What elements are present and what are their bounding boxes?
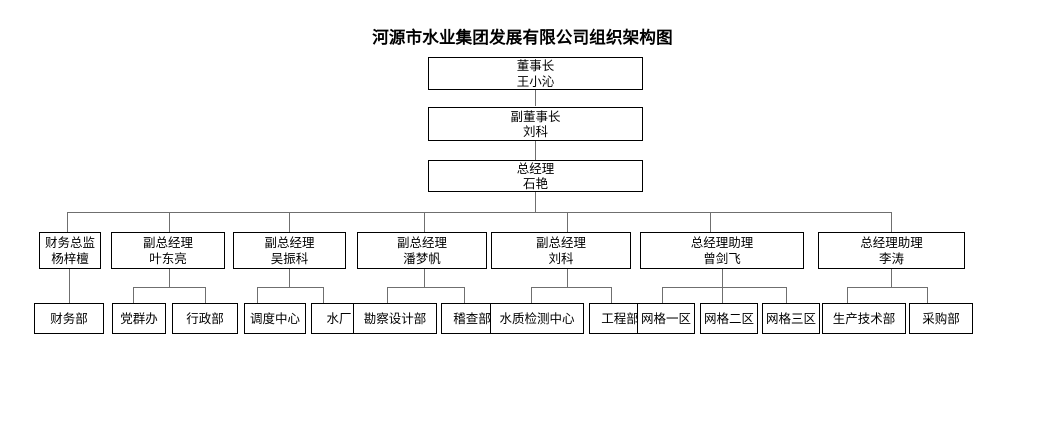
node-dept-survey-design-label: 勘察设计部 [363, 310, 427, 326]
node-deputy-gm-ye-role: 副总经理 [142, 235, 193, 251]
node-grid-zone-1-label: 网格一区 [640, 310, 691, 326]
connector-liu-stem [567, 268, 568, 287]
node-dept-water-quality-center-label: 水质检测中心 [499, 310, 575, 326]
node-dept-procurement-label: 采购部 [922, 310, 960, 326]
node-gm-assistant-li-role: 总经理助理 [860, 235, 923, 251]
node-deputy-gm-pan-name: 潘梦帆 [403, 250, 441, 266]
connector-bus-drop-5 [567, 212, 568, 232]
node-deputy-gm-ye[interactable]: 副总经理 叶东亮 [111, 232, 225, 269]
node-grid-zone-3[interactable]: 网格三区 [762, 303, 820, 334]
node-grid-zone-2-label: 网格二区 [703, 310, 754, 326]
connector-ye-drop-2 [205, 287, 206, 303]
connector-bus-drop-3 [289, 212, 290, 232]
node-dept-inspection-label: 稽查部 [453, 310, 491, 326]
node-grid-zone-1[interactable]: 网格一区 [637, 303, 695, 334]
connector-gm-to-bus [535, 192, 536, 212]
connector-zeng-drop-2 [722, 287, 723, 303]
node-grid-zone-2[interactable]: 网格二区 [700, 303, 758, 334]
connector-zeng-bar [662, 287, 786, 288]
node-deputy-gm-liu[interactable]: 副总经理 刘科 [491, 232, 631, 269]
node-dept-administration-label: 行政部 [186, 310, 224, 326]
node-vice-chairman-name: 刘科 [522, 124, 548, 139]
connector-zeng-drop-3 [786, 287, 787, 303]
node-deputy-gm-wu[interactable]: 副总经理 吴振科 [233, 232, 346, 269]
connector-ye-stem [169, 268, 170, 287]
node-gm-assistant-zeng[interactable]: 总经理助理 曾剑飞 [640, 232, 804, 269]
node-dept-dispatch-center-label: 调度中心 [249, 310, 300, 326]
connector-li-drop-2 [927, 287, 928, 303]
node-deputy-gm-liu-role: 副总经理 [535, 235, 586, 251]
node-chairman[interactable]: 董事长 王小沁 [428, 57, 643, 90]
connector-liu-bar [531, 287, 611, 288]
connector-pan-drop-1 [387, 287, 388, 303]
connector-bus-drop-6 [710, 212, 711, 232]
connector-liu-drop-1 [531, 287, 532, 303]
node-vice-chairman[interactable]: 副董事长 刘科 [428, 107, 643, 141]
node-dept-production-tech[interactable]: 生产技术部 [822, 303, 906, 334]
connector-bus-drop-7 [891, 212, 892, 232]
node-general-manager-role: 总经理 [516, 160, 555, 176]
connector-li-bar [847, 287, 927, 288]
node-gm-assistant-li-name: 李涛 [878, 250, 904, 266]
connector-vice-to-gm [535, 141, 536, 160]
node-deputy-gm-ye-name: 叶东亮 [149, 250, 187, 266]
node-deputy-gm-pan-role: 副总经理 [396, 235, 447, 251]
connector-wu-drop-2 [323, 287, 324, 303]
connector-li-stem [891, 268, 892, 287]
node-cfo[interactable]: 财务总监 杨梓檀 [39, 232, 101, 269]
node-gm-assistant-zeng-name: 曾剑飞 [703, 250, 741, 266]
node-dept-dispatch-center[interactable]: 调度中心 [244, 303, 306, 334]
node-gm-assistant-li[interactable]: 总经理助理 李涛 [818, 232, 965, 269]
node-dept-production-tech-label: 生产技术部 [832, 310, 896, 326]
node-dept-survey-design[interactable]: 勘察设计部 [353, 303, 437, 334]
connector-wu-stem [289, 268, 290, 287]
connector-wu-bar [257, 287, 323, 288]
connector-cfo-to-finance [69, 268, 70, 303]
node-chairman-role: 董事长 [516, 58, 555, 74]
connector-ye-drop-1 [133, 287, 134, 303]
connector-ye-bar [133, 287, 205, 288]
node-chairman-name: 王小沁 [516, 73, 555, 89]
connector-zeng-drop-1 [662, 287, 663, 303]
node-cfo-name: 杨梓檀 [51, 250, 89, 266]
node-dept-procurement[interactable]: 采购部 [909, 303, 973, 334]
node-deputy-gm-liu-name: 刘科 [548, 250, 574, 266]
connector-li-drop-1 [847, 287, 848, 303]
node-dept-finance-label: 财务部 [50, 310, 88, 326]
node-dept-finance[interactable]: 财务部 [34, 303, 104, 334]
connector-pan-bar [387, 287, 464, 288]
page-title: 河源市水业集团发展有限公司组织架构图 [372, 28, 673, 47]
node-gm-assistant-zeng-role: 总经理助理 [690, 235, 754, 251]
connector-wu-drop-1 [257, 287, 258, 303]
node-grid-zone-3-label: 网格三区 [765, 310, 816, 326]
connector-chairman-to-vice [535, 89, 536, 106]
connector-liu-drop-2 [611, 287, 612, 303]
connector-pan-stem [424, 268, 425, 287]
connector-bus-drop-2 [169, 212, 170, 232]
node-dept-water-plant-label: 水厂 [326, 310, 352, 326]
node-dept-administration[interactable]: 行政部 [172, 303, 238, 334]
connector-main-bus [67, 212, 892, 213]
node-deputy-gm-wu-name: 吴振科 [270, 250, 309, 266]
node-deputy-gm-pan[interactable]: 副总经理 潘梦帆 [357, 232, 487, 269]
node-cfo-role: 财务总监 [44, 235, 95, 251]
connector-zeng-stem [722, 268, 723, 287]
connector-pan-drop-2 [464, 287, 465, 303]
node-general-manager-name: 石艳 [522, 176, 548, 191]
node-dept-party-affairs-label: 党群办 [120, 310, 158, 326]
connector-bus-drop-1 [67, 212, 68, 232]
node-vice-chairman-role: 副董事长 [510, 108, 561, 124]
node-dept-engineering-label: 工程部 [601, 310, 639, 326]
node-general-manager[interactable]: 总经理 石艳 [428, 160, 643, 192]
node-dept-water-quality-center[interactable]: 水质检测中心 [490, 303, 584, 334]
node-dept-party-affairs[interactable]: 党群办 [112, 303, 166, 334]
connector-bus-drop-4 [424, 212, 425, 232]
node-deputy-gm-wu-role: 副总经理 [264, 235, 315, 251]
